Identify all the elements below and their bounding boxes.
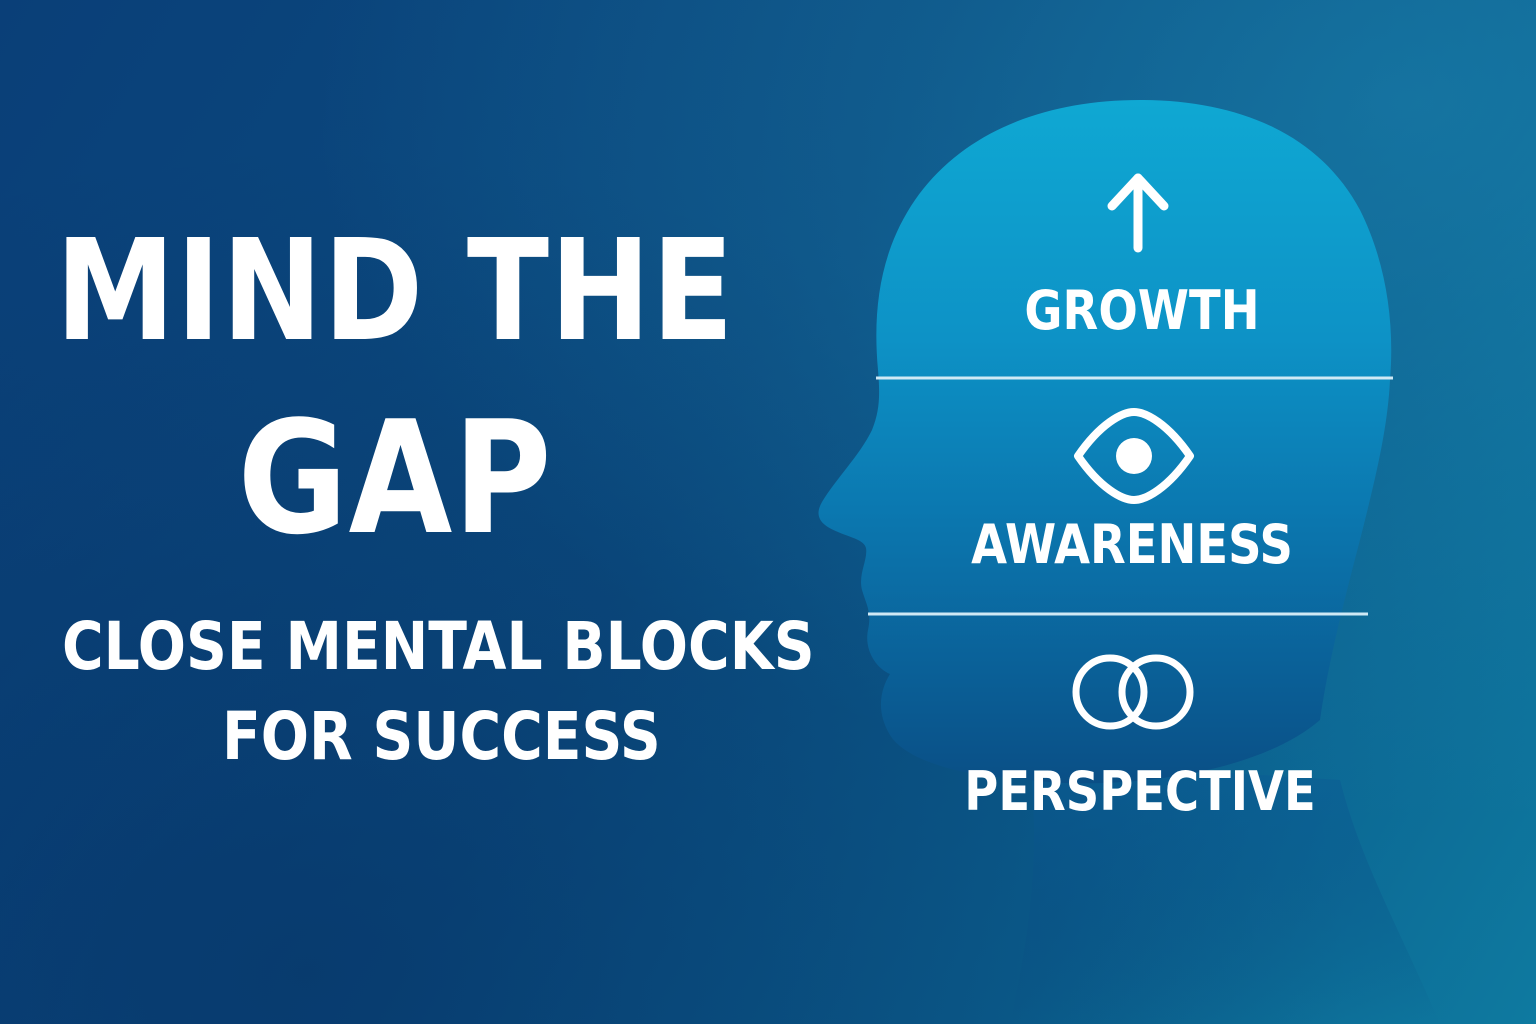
- title-line-2: GAP: [237, 387, 553, 569]
- section-label-growth: GROWTH: [1024, 279, 1260, 342]
- eye-icon: [1074, 408, 1194, 504]
- section-label-awareness: AWARENESS: [971, 513, 1293, 576]
- interlocking-circles-icon: [1072, 654, 1194, 730]
- section-label-perspective: PERSPECTIVE: [964, 760, 1316, 823]
- arrow-up-icon: [1107, 173, 1169, 253]
- head-shape: [818, 100, 1392, 784]
- title-line-1: MIND THE: [55, 210, 735, 373]
- neck-silhouette: [1010, 760, 1440, 1024]
- subtitle-line-1: CLOSE MENTAL BLOCKS: [62, 608, 815, 685]
- subtitle-line-2: FOR SUCCESS: [222, 698, 661, 775]
